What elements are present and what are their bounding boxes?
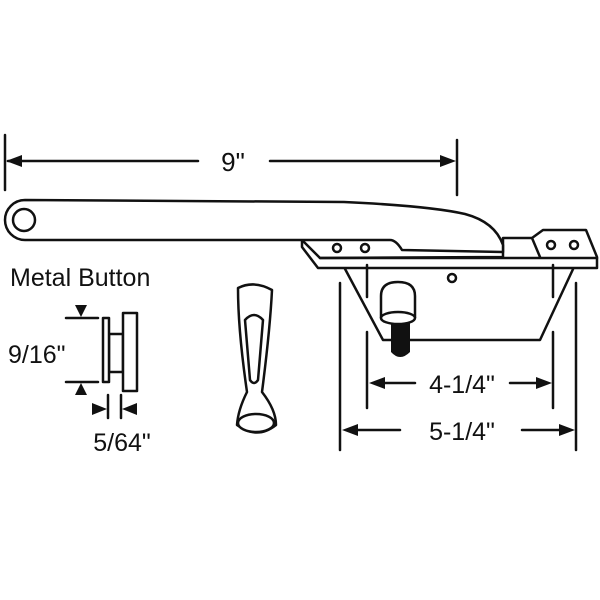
operator-arm [3,198,505,254]
outer-width-label: 5-1/4" [429,418,495,446]
button-height-label: 9/16" [8,341,66,369]
metal-button-drawing: 9/16" 5/64" [8,305,151,457]
arm-length-label: 9" [221,147,245,177]
button-thickness-label: 5/64" [93,429,151,457]
metal-button-label: Metal Button [10,264,150,292]
spline-stud [379,280,417,357]
width-dimensions: 4-1/4" 5-1/4" [338,263,578,452]
arm-length-dimension: 9" [3,133,459,197]
inner-width-label: 4-1/4" [429,371,495,399]
crank-handle [235,283,278,434]
